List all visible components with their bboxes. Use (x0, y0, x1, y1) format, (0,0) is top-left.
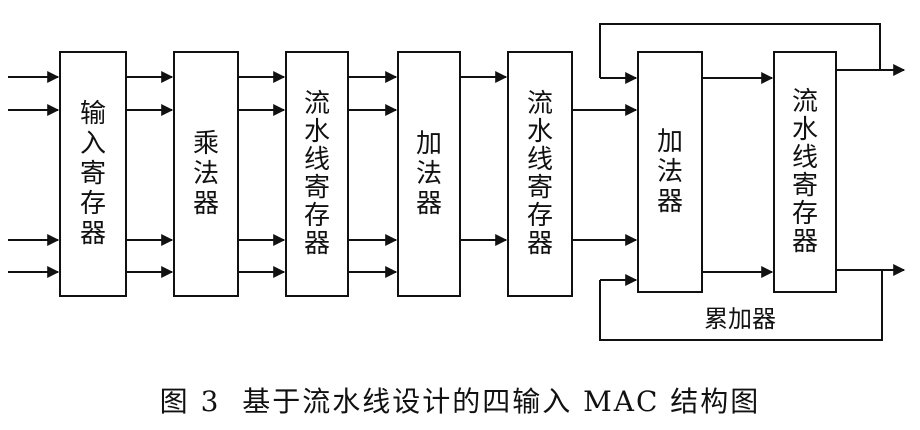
mac-block-diagram: 输入寄存器 乘法器 流水线寄存器 加法器 流水线寄存器 加法器 流水线寄存器 累… (8, 23, 906, 341)
block-adder-2: 加法器 (637, 51, 703, 293)
accumulator-bottom-loop (599, 270, 883, 341)
multiplier-label: 乘法器 (193, 129, 219, 219)
block-pipeline-register-1: 流水线寄存器 (285, 51, 349, 297)
figure-caption: 图 3 基于流水线设计的四输入 MAC 结构图 (159, 385, 761, 418)
block-adder-1: 加法器 (397, 51, 461, 297)
pipeline-register-2-label: 流水线寄存器 (527, 89, 553, 259)
block-pipeline-register-2: 流水线寄存器 (507, 51, 573, 297)
accumulator-label: 累加器 (704, 305, 776, 333)
block-pipeline-register-3: 流水线寄存器 (773, 51, 837, 293)
pipeline-register-3-label: 流水线寄存器 (792, 87, 818, 257)
pipeline-register-1-label: 流水线寄存器 (304, 89, 330, 259)
adder-2-label: 加法器 (657, 127, 683, 217)
adder-1-label: 加法器 (416, 129, 442, 219)
accumulator-top-loop (599, 23, 881, 78)
input-register-label: 输入寄存器 (80, 99, 106, 249)
signal-arrows (8, 64, 906, 286)
block-input-register: 输入寄存器 (59, 51, 127, 297)
block-multiplier: 乘法器 (173, 51, 239, 297)
